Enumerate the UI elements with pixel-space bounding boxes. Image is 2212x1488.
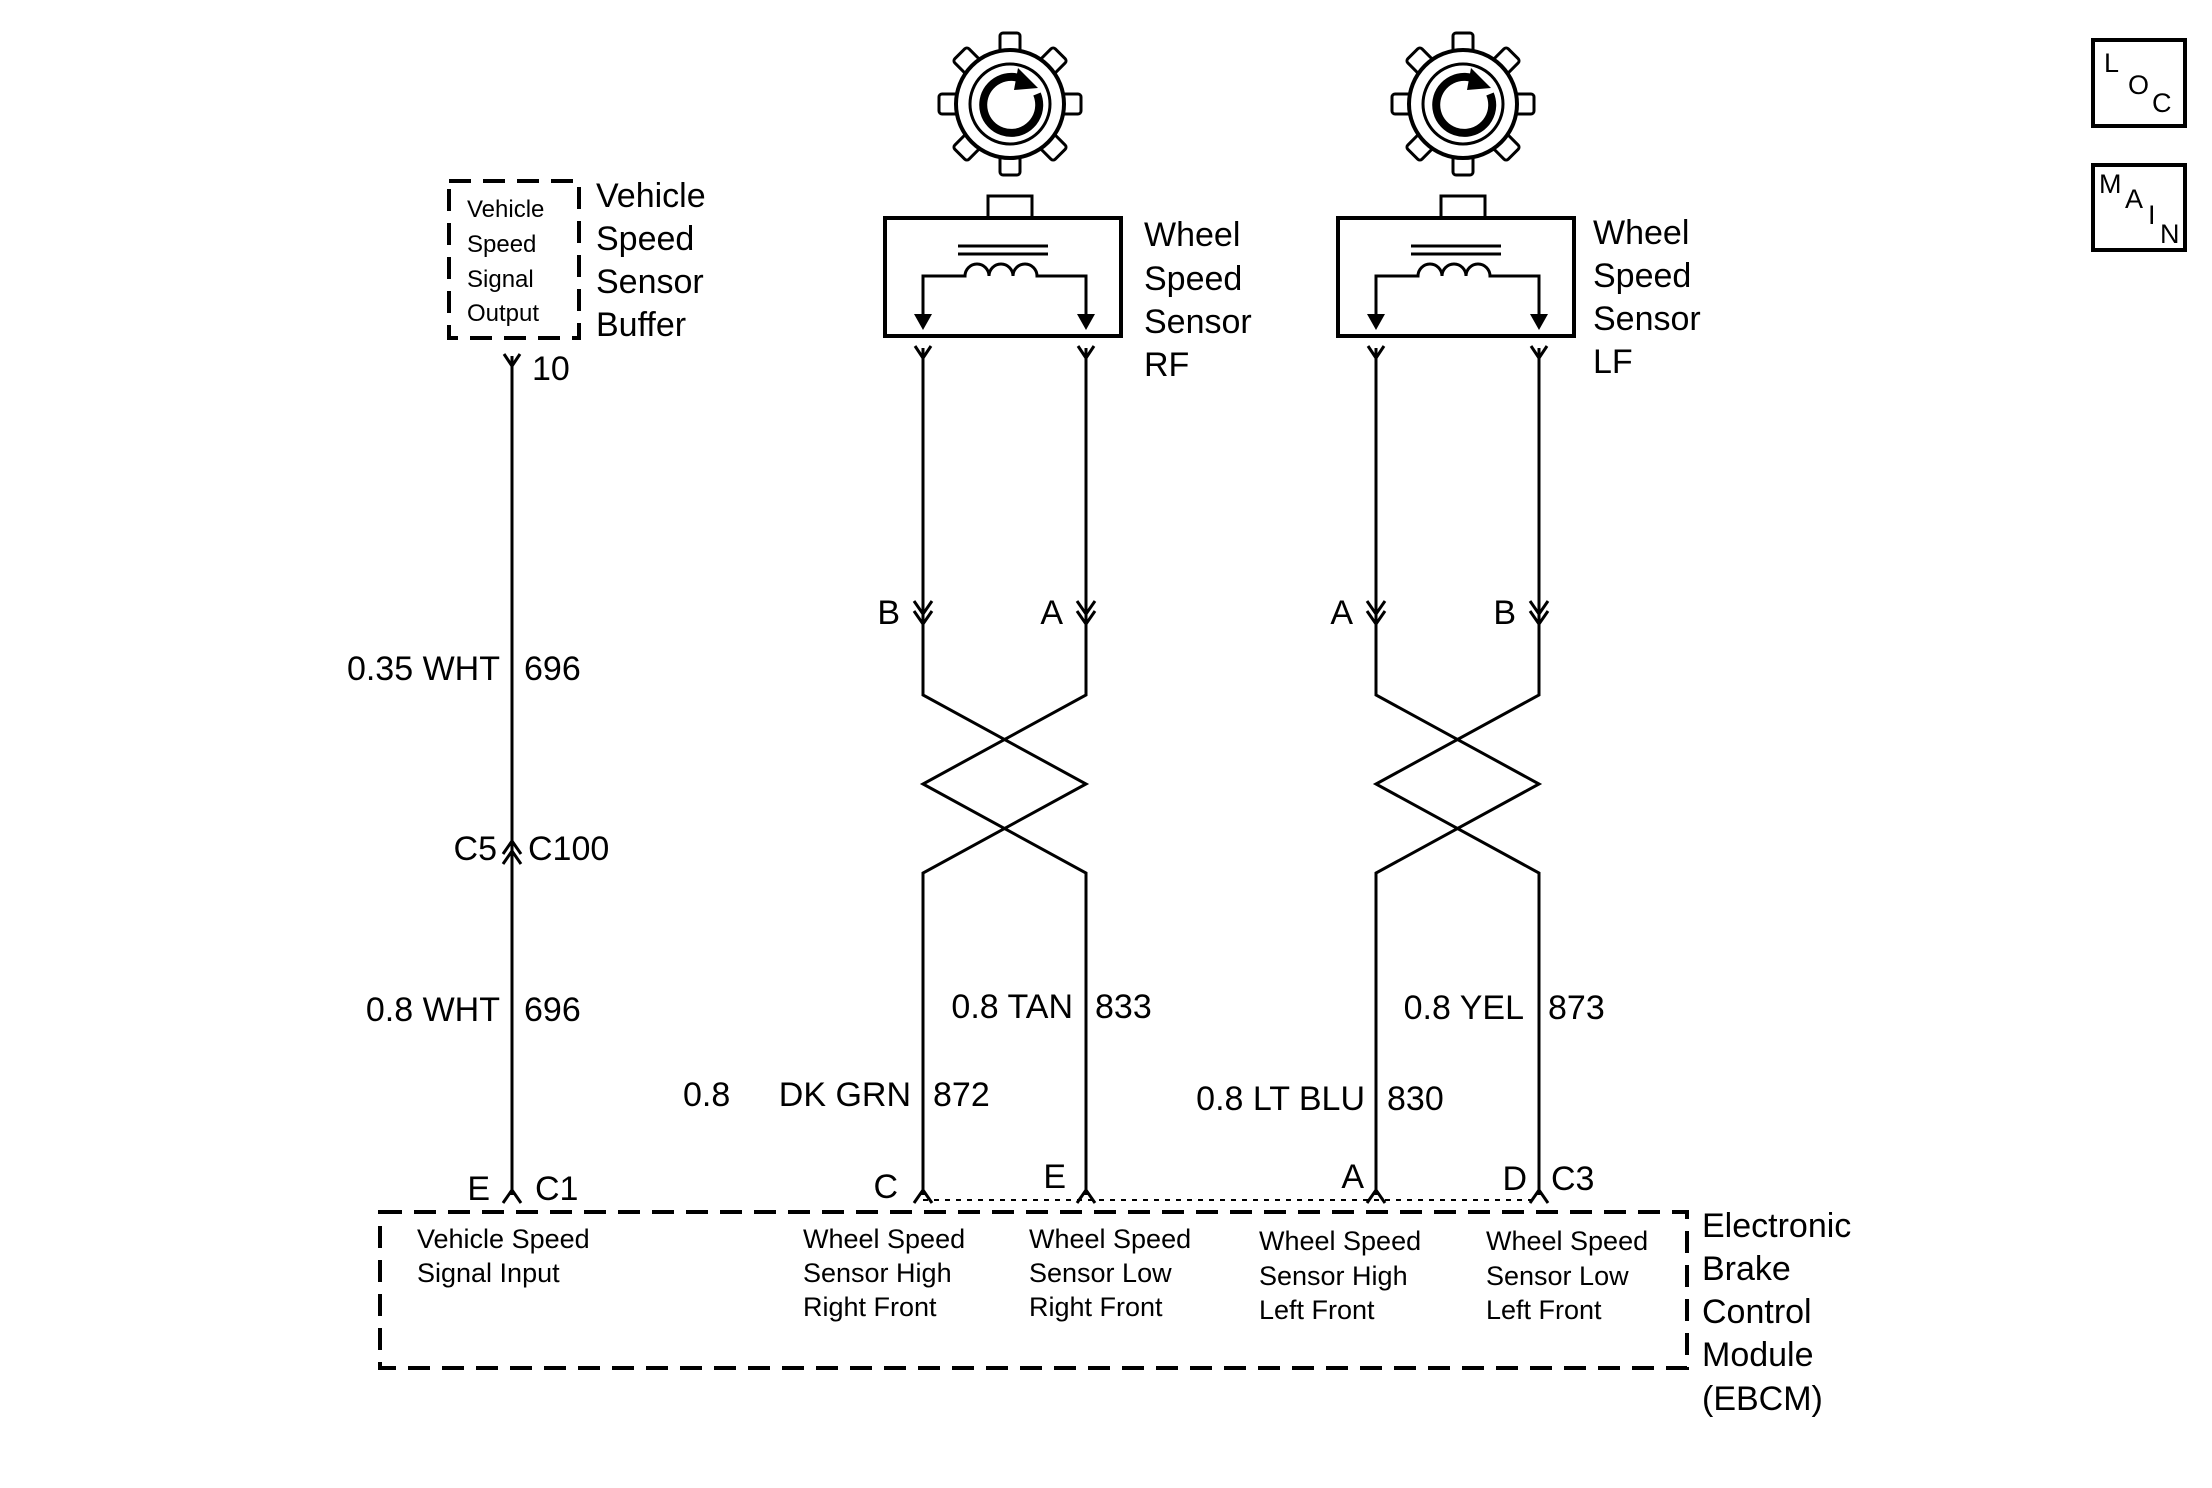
ebcm-lf-low-line-2: Sensor Low <box>1486 1261 1629 1291</box>
lf-pin-b: B <box>1493 594 1516 632</box>
vss-buffer-inner-line-3: Signal <box>467 266 534 293</box>
ebcm-lf-high-line-2: Sensor High <box>1259 1261 1408 1291</box>
ebcm-rf-low-line-2: Sensor Low <box>1029 1258 1172 1288</box>
main-letter-a: A <box>2125 184 2143 214</box>
lf-sensor-name-2: Speed <box>1593 257 1691 295</box>
ebcm-name-4: Module <box>1702 1336 1814 1374</box>
vss-connector-c100: C100 <box>528 830 609 868</box>
vss-connector-c5: C5 <box>454 830 497 868</box>
ebcm-vss-input-line-2: Signal Input <box>417 1258 560 1288</box>
rf-low-wire-circuit: 833 <box>1095 988 1152 1026</box>
loc-letter-l: L <box>2104 48 2119 78</box>
ebcm-rf-high-line-1: Wheel Speed <box>803 1224 965 1254</box>
ebcm-lf-high-line-3: Left Front <box>1259 1295 1375 1325</box>
ebcm-lf-high-line-1: Wheel Speed <box>1259 1226 1421 1256</box>
vss-upper-wire-circuit: 696 <box>524 650 581 688</box>
rf-tone-wheel-icon <box>939 33 1081 175</box>
ebcm-name-5: (EBCM) <box>1702 1380 1823 1418</box>
main-button[interactable]: M A I N <box>2091 163 2187 252</box>
main-letter-i: I <box>2148 200 2156 230</box>
vss-buffer-inner-line-2: Speed <box>467 231 536 258</box>
loc-button[interactable]: L O C <box>2091 38 2187 128</box>
vss-lower-wire-circuit: 696 <box>524 991 581 1029</box>
loc-letter-o: O <box>2128 70 2149 100</box>
ebcm-rf-high-line-2: Sensor High <box>803 1258 952 1288</box>
vss-circuit: 10 0.35 WHT 696 C5 C100 0.8 WHT 696 E C1 <box>347 350 609 1208</box>
ebcm-c1-connector: C1 <box>535 1170 578 1208</box>
ebcm-c3-label: C3 <box>1551 1160 1594 1198</box>
vss-upper-wire-color: 0.35 WHT <box>347 650 500 688</box>
vss-buffer-name-2: Speed <box>596 220 694 258</box>
lf-low-wire-circuit: 873 <box>1548 989 1605 1027</box>
rf-high-wire-color: DK GRN <box>779 1076 911 1114</box>
ebcm-name-1: Electronic <box>1702 1207 1851 1245</box>
loc-letter-c: C <box>2152 88 2172 118</box>
vss-buffer-name-3: Sensor <box>596 263 704 301</box>
ebcm-rf-low-line-3: Right Front <box>1029 1292 1163 1322</box>
rf-sensor-name-2: Speed <box>1144 260 1242 298</box>
ebcm-lf-low-line-3: Left Front <box>1486 1295 1602 1325</box>
rf-pin-b: B <box>877 594 900 632</box>
ebcm-module: Vehicle Speed Signal Input Wheel Speed S… <box>378 1207 1851 1418</box>
ebcm-c3-pin-e: E <box>1043 1158 1066 1196</box>
lf-high-wire-color: 0.8 LT BLU <box>1196 1080 1365 1118</box>
rf-sensor-name-1: Wheel <box>1144 216 1240 254</box>
rf-sensor-name-3: Sensor <box>1144 303 1252 341</box>
lf-sensor-harness: A B 0.8 LT BLU 830 0.8 YEL 873 <box>1196 345 1605 1204</box>
lf-high-wire-circuit: 830 <box>1387 1080 1444 1118</box>
lf-sensor-name-3: Sensor <box>1593 300 1701 338</box>
ebcm-c3-pin-d: D <box>1502 1160 1527 1198</box>
ebcm-lf-low-line-1: Wheel Speed <box>1486 1226 1648 1256</box>
ebcm-c3-pin-a: A <box>1341 1158 1364 1196</box>
lf-low-wire-color: 0.8 YEL <box>1404 989 1524 1027</box>
ebcm-c3-pin-c: C <box>873 1168 898 1206</box>
ebcm-rf-low-line-1: Wheel Speed <box>1029 1224 1191 1254</box>
vss-buffer: Vehicle Speed Signal Output Vehicle Spee… <box>447 177 706 344</box>
rf-high-wire-size: 0.8 <box>683 1076 730 1114</box>
lf-wheel-speed-sensor: Wheel Speed Sensor LF <box>1336 194 1701 381</box>
lf-sensor-name-4: LF <box>1593 343 1633 381</box>
rf-low-wire-color: 0.8 TAN <box>951 988 1073 1026</box>
vss-buffer-pin: 10 <box>532 350 570 388</box>
main-letter-m: M <box>2099 169 2122 199</box>
rf-sensor-harness: B A 0.8 DK GRN 872 0.8 TAN 833 <box>683 345 1152 1204</box>
vss-buffer-inner-line-1: Vehicle <box>467 196 544 223</box>
vss-buffer-name-1: Vehicle <box>596 177 706 215</box>
ebcm-c1-pin: E <box>467 1170 490 1208</box>
lf-sensor-name-1: Wheel <box>1593 214 1689 252</box>
lf-tone-wheel-icon <box>1392 33 1534 175</box>
rf-wheel-speed-sensor: Wheel Speed Sensor RF <box>883 194 1252 384</box>
vss-buffer-name-4: Buffer <box>596 306 686 344</box>
rf-high-wire-circuit: 872 <box>933 1076 990 1114</box>
rf-sensor-name-4: RF <box>1144 346 1189 384</box>
lf-pin-a: A <box>1330 594 1353 632</box>
main-letter-n: N <box>2160 219 2180 249</box>
ebcm-name-2: Brake <box>1702 1250 1791 1288</box>
ebcm-rf-high-line-3: Right Front <box>803 1292 937 1322</box>
ebcm-vss-input-line-1: Vehicle Speed <box>417 1224 590 1254</box>
vss-lower-wire-color: 0.8 WHT <box>366 991 500 1029</box>
ebcm-name-3: Control <box>1702 1293 1812 1331</box>
ebcm-c3-connector: C E A D C3 <box>873 1158 1594 1206</box>
rf-pin-a: A <box>1040 594 1063 632</box>
vss-buffer-inner-line-4: Output <box>467 300 539 327</box>
